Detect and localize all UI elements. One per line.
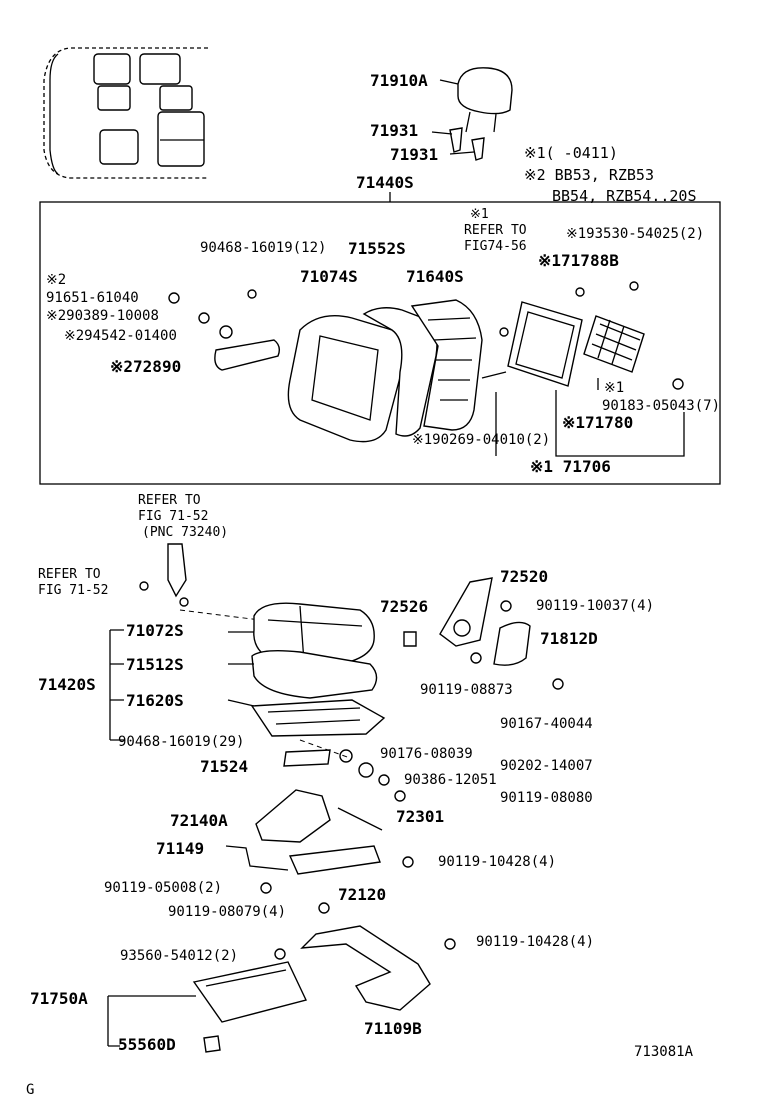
note-2-line1: ※2 BB53, RZB53 bbox=[524, 166, 654, 184]
label-90389-10008: ※290389-10008 bbox=[46, 308, 159, 324]
label-71512S: 71512S bbox=[126, 655, 184, 674]
label-71931-a: 71931 bbox=[370, 121, 418, 140]
back-board-shape bbox=[507, 301, 583, 387]
label-90183-mark: ※1 bbox=[604, 380, 624, 396]
label-71072S: 71072S bbox=[126, 621, 184, 640]
armrest-shape bbox=[214, 339, 281, 371]
label-91651-mark: ※2 bbox=[46, 272, 66, 288]
ref-fig71-side-line2: FIG 71-52 bbox=[38, 583, 108, 598]
label-71931-b: 71931 bbox=[390, 145, 438, 164]
label-71552S: 71552S bbox=[348, 239, 406, 258]
label-55560D: 55560D bbox=[118, 1035, 176, 1054]
label-90468-16019-12: 90468-16019(12) bbox=[200, 240, 326, 256]
note-1: ※1( -0411) bbox=[524, 144, 618, 162]
label-71109B: 71109B bbox=[364, 1019, 422, 1038]
label-71706: ※1 71706 bbox=[530, 457, 611, 476]
diagram-code: 713081A bbox=[634, 1044, 694, 1060]
seat-belt-buckle-shape bbox=[139, 543, 189, 607]
seat-cushion-pad-shape bbox=[251, 649, 378, 699]
label-90183-05043: 90183-05043(7) bbox=[602, 398, 720, 414]
label-71788B: ※171788B bbox=[538, 251, 619, 270]
label-90119-08873: 90119-08873 bbox=[420, 682, 513, 698]
label-72140A: 72140A bbox=[170, 811, 228, 830]
ref-fig71-side-line1: REFER TO bbox=[38, 567, 101, 582]
label-71420S: 71420S bbox=[38, 675, 96, 694]
label-72520: 72520 bbox=[500, 567, 548, 586]
label-91651-61040: 91651-61040 bbox=[46, 290, 139, 306]
under-tray-shape bbox=[192, 948, 307, 1053]
label-71750A: 71750A bbox=[30, 989, 88, 1008]
label-90119-08080: 90119-08080 bbox=[500, 790, 593, 806]
label-72301: 72301 bbox=[396, 807, 444, 826]
label-93560-54012: 93560-54012(2) bbox=[120, 948, 238, 964]
ref-fig74-mark: ※1 bbox=[470, 207, 489, 222]
label-71812D: 71812D bbox=[540, 629, 598, 648]
label-90468-16019-29: 90468-16019(29) bbox=[118, 734, 244, 750]
seat-frame-guard-shape bbox=[300, 925, 456, 1011]
ref-fig71-top-line2: FIG 71-52 bbox=[138, 509, 208, 524]
label-90386-12051: 90386-12051 bbox=[404, 772, 497, 788]
label-71440S: 71440S bbox=[356, 173, 414, 192]
label-90167-40044: 90167-40044 bbox=[500, 716, 593, 732]
seat-slide-parts bbox=[225, 749, 414, 914]
label-72526: 72526 bbox=[380, 597, 428, 616]
label-71074S: 71074S bbox=[300, 267, 358, 286]
seat-cushion-frame-shape bbox=[250, 699, 386, 737]
seat-back-assembly-box bbox=[39, 201, 721, 485]
label-90119-10428-b: 90119-10428(4) bbox=[476, 934, 594, 950]
label-90119-08079: 90119-08079(4) bbox=[168, 904, 286, 920]
seatback-frame-shape bbox=[410, 299, 483, 431]
label-90202-14007: 90202-14007 bbox=[500, 758, 593, 774]
headrest-shape bbox=[457, 67, 513, 133]
ref-fig74-line2: FIG74-56 bbox=[464, 239, 527, 254]
ref-fig74-line1: REFER TO bbox=[464, 223, 527, 238]
label-71640S: 71640S bbox=[406, 267, 464, 286]
corner-letter: G bbox=[26, 1082, 34, 1098]
recliner-cover-shape bbox=[493, 621, 564, 690]
recliner-shape bbox=[403, 577, 512, 664]
headrest-guide-shapes bbox=[449, 127, 485, 161]
label-72120: 72120 bbox=[338, 885, 386, 904]
label-90269-04010: ※190269-04010(2) bbox=[412, 432, 550, 448]
label-90119-05008: 90119-05008(2) bbox=[104, 880, 222, 896]
label-94542-01400: ※294542-01400 bbox=[64, 328, 177, 344]
label-71780: ※171780 bbox=[562, 413, 633, 432]
seatback-pad-shape bbox=[362, 307, 438, 437]
label-71524: 71524 bbox=[200, 757, 248, 776]
ref-fig71-top-line1: REFER TO bbox=[138, 493, 201, 508]
note-2-line2: BB54, RZB54..20S bbox=[552, 187, 697, 205]
label-93530-54025: ※193530-54025(2) bbox=[566, 226, 704, 242]
vehicle-layout-icon bbox=[43, 47, 208, 179]
seat-pocket-shape bbox=[583, 315, 645, 373]
label-72890: ※272890 bbox=[110, 357, 181, 376]
label-90176-08039: 90176-08039 bbox=[380, 746, 473, 762]
seatback-cover-shape bbox=[287, 315, 405, 443]
label-71149: 71149 bbox=[156, 839, 204, 858]
label-71910A: 71910A bbox=[370, 71, 428, 90]
label-90119-10037: 90119-10037(4) bbox=[536, 598, 654, 614]
label-90119-10428-a: 90119-10428(4) bbox=[438, 854, 556, 870]
label-71620S: 71620S bbox=[126, 691, 184, 710]
small-fasteners bbox=[168, 281, 684, 390]
ref-fig71-top-line3: (PNC 73240) bbox=[142, 525, 228, 540]
